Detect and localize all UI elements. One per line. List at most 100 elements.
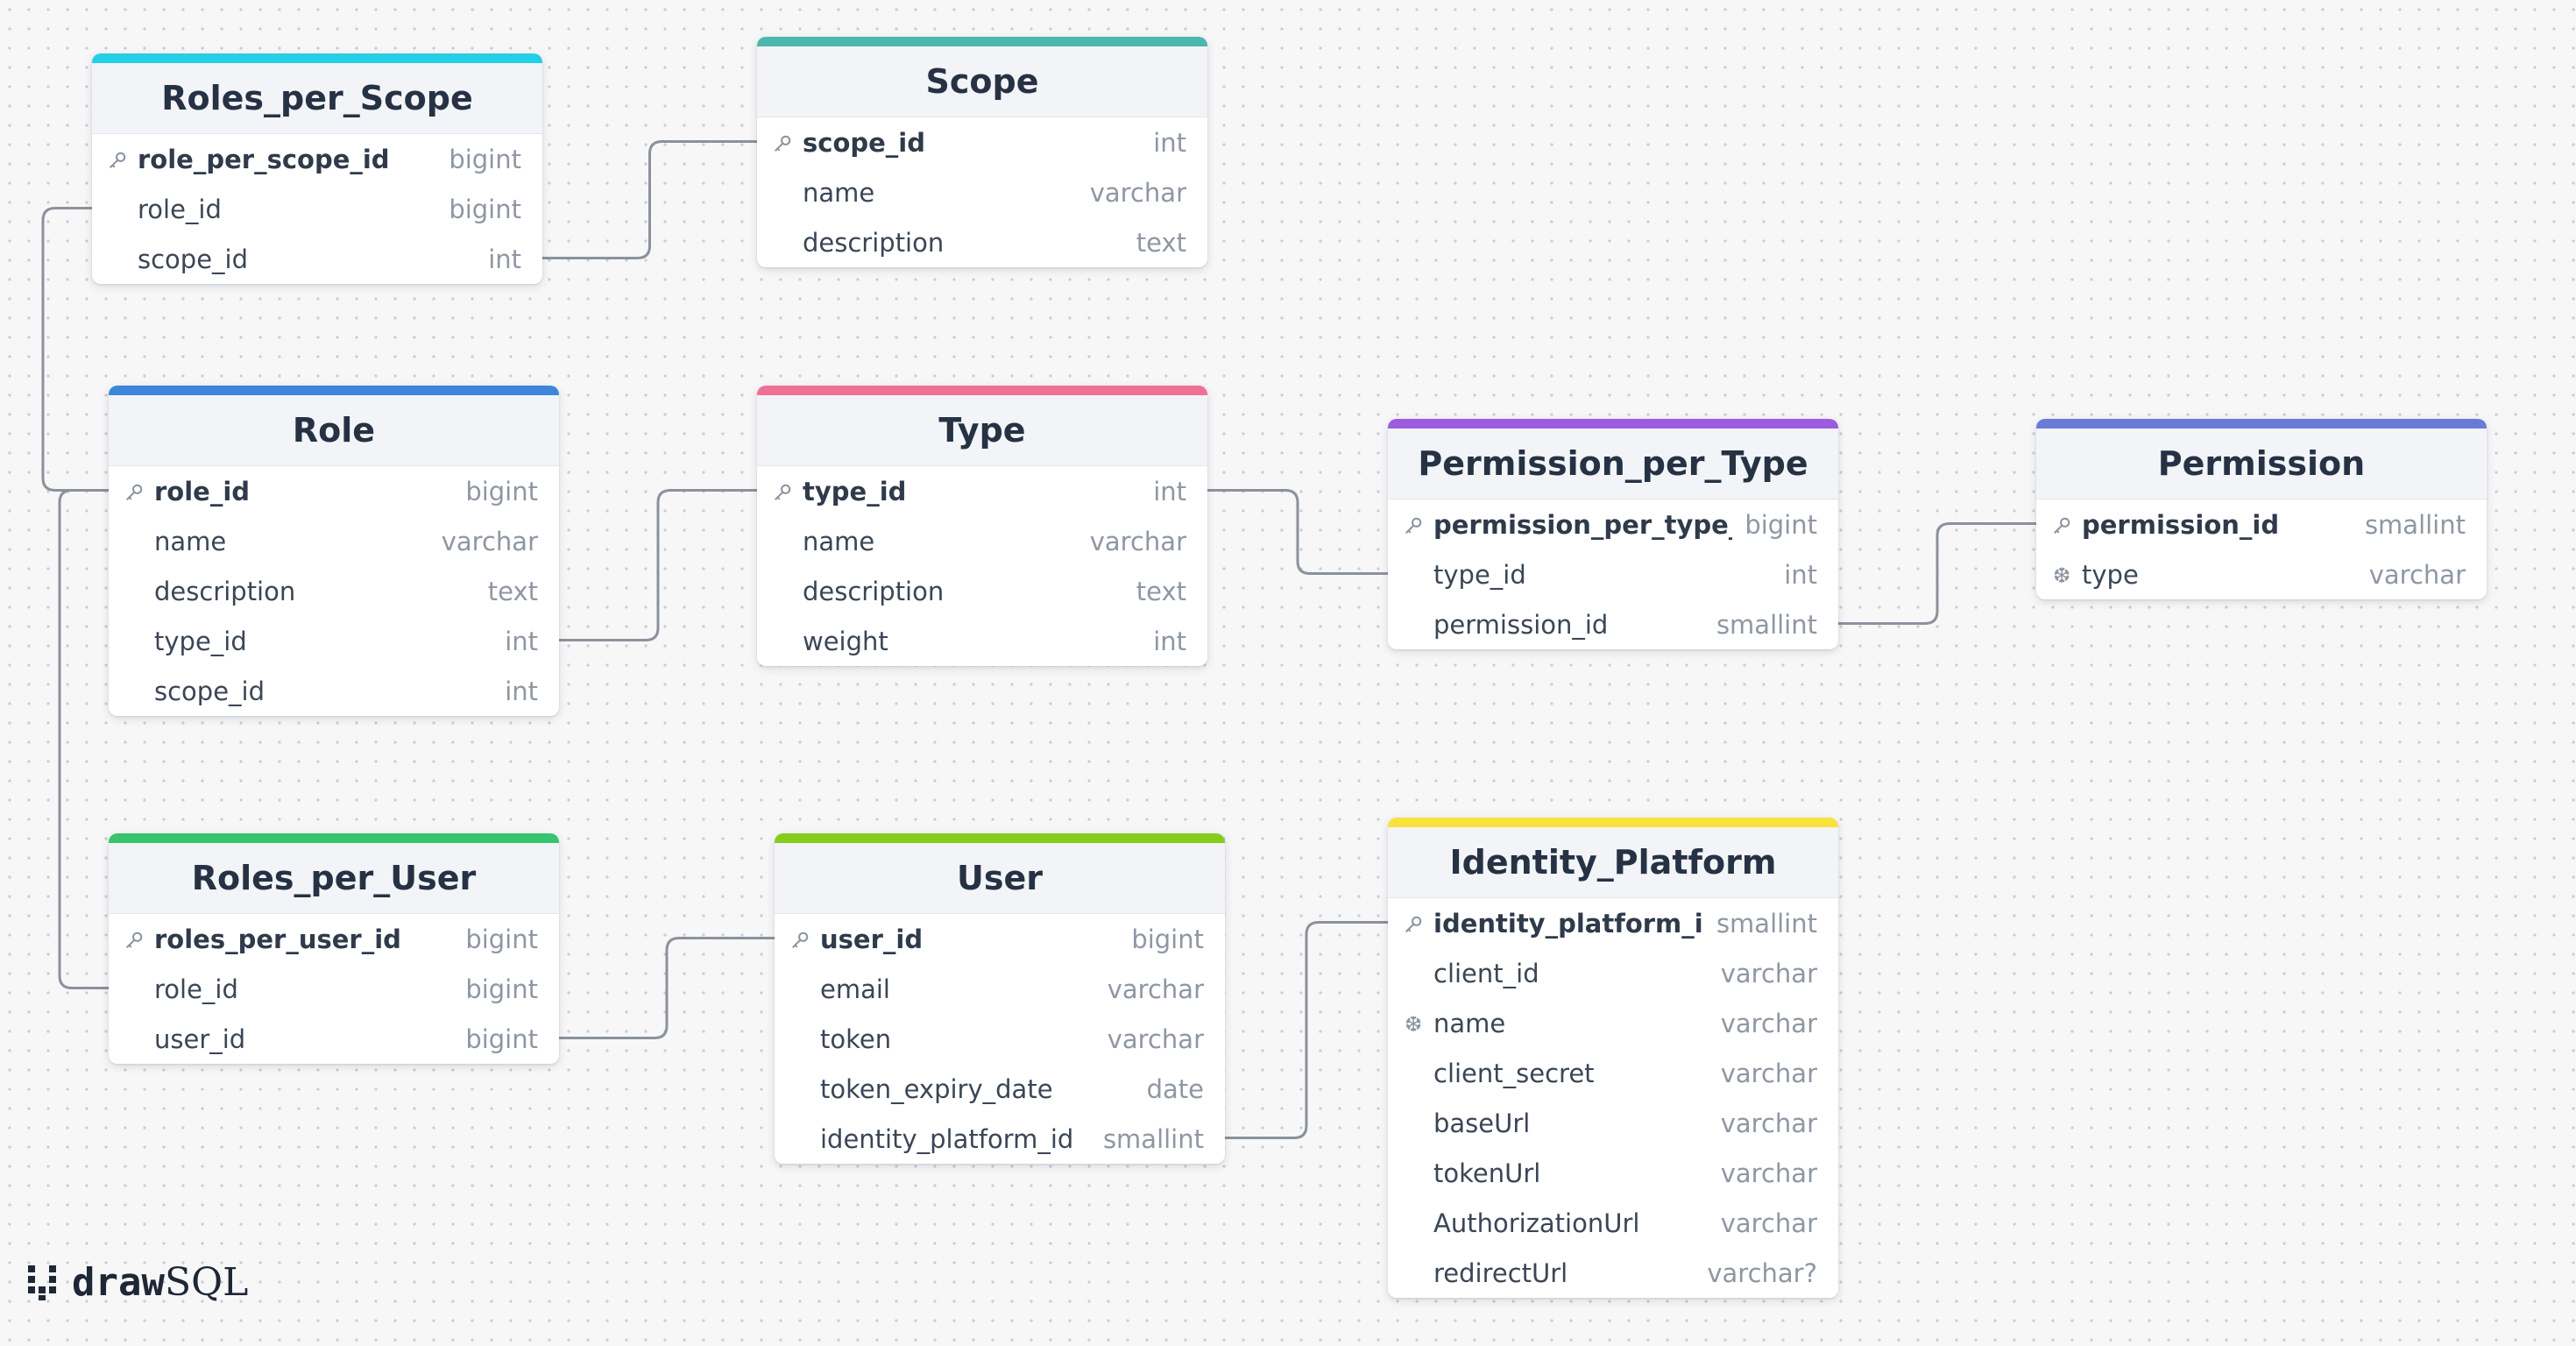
relation-line[interactable] bbox=[1207, 489, 1388, 575]
table-title[interactable]: Roles_per_Scope bbox=[92, 63, 542, 134]
table-title[interactable]: Permission bbox=[2036, 429, 2487, 499]
relation-line[interactable] bbox=[58, 489, 109, 989]
key-icon bbox=[771, 132, 794, 155]
snowflake-icon: ❆ bbox=[1404, 1012, 1423, 1037]
table-title[interactable]: Type bbox=[757, 395, 1207, 466]
field-type: smallint bbox=[1102, 1123, 1204, 1154]
field-type: varchar bbox=[1107, 1024, 1204, 1054]
field-name: role_id bbox=[154, 974, 238, 1004]
field-name: user_id bbox=[820, 924, 924, 954]
drawsql-brand: draw SQL bbox=[26, 1260, 248, 1305]
table-title[interactable]: Roles_per_User bbox=[109, 843, 559, 914]
field-name: roles_per_user_id bbox=[154, 924, 401, 954]
table-title[interactable]: User bbox=[775, 843, 1225, 914]
field-row[interactable]: token varchar bbox=[775, 1014, 1225, 1064]
relation-line[interactable] bbox=[559, 937, 775, 1039]
relation-line[interactable] bbox=[559, 489, 757, 641]
field-row[interactable]: user_id bigint bbox=[775, 914, 1225, 964]
field-type: smallint bbox=[1716, 908, 1817, 939]
field-name: email bbox=[820, 974, 890, 1004]
field-row[interactable]: client_secret varchar bbox=[1388, 1048, 1838, 1098]
table-color-band bbox=[1388, 818, 1838, 827]
relation-line[interactable] bbox=[1225, 921, 1388, 1139]
field-name: identity_platform_id bbox=[820, 1123, 1074, 1154]
field-name: token bbox=[820, 1024, 892, 1054]
relation-line[interactable] bbox=[542, 140, 757, 259]
key-icon bbox=[106, 149, 129, 172]
table-title[interactable]: Role bbox=[109, 395, 559, 466]
field-name: role_id bbox=[154, 476, 251, 507]
field-name: name bbox=[803, 177, 875, 208]
field-type: text bbox=[1136, 227, 1186, 258]
field-type: text bbox=[487, 576, 538, 606]
field-type: varchar bbox=[1720, 1208, 1817, 1238]
table-title[interactable]: Scope bbox=[757, 46, 1207, 117]
relation-line[interactable] bbox=[1838, 522, 2036, 625]
key-icon bbox=[123, 481, 145, 504]
field-type: date bbox=[1146, 1073, 1204, 1104]
field-row[interactable]: identity_platform_id smallint bbox=[775, 1114, 1225, 1164]
brand-text-sql: SQL bbox=[164, 1260, 249, 1305]
table-permission-per-type[interactable]: Permission_per_Typepermission_per_type_i… bbox=[1388, 419, 1838, 649]
snowflake-icon: ❆ bbox=[2052, 563, 2071, 588]
field-row[interactable]: token_expiry_date date bbox=[775, 1064, 1225, 1114]
field-name: scope_id bbox=[138, 244, 249, 274]
brand-text-draw: draw bbox=[72, 1260, 165, 1305]
table-color-band bbox=[775, 833, 1225, 843]
table-title[interactable]: Permission_per_Type bbox=[1388, 429, 1838, 499]
field-name: scope_id bbox=[803, 127, 926, 158]
field-type: bigint bbox=[1131, 924, 1204, 954]
field-row[interactable]: description text bbox=[109, 566, 559, 616]
table-color-band bbox=[2036, 419, 2487, 429]
table-title[interactable]: Identity_Platform bbox=[1388, 827, 1838, 898]
field-type: varchar bbox=[1720, 1058, 1817, 1088]
field-name: client_secret bbox=[1433, 1058, 1595, 1088]
field-type: bigint bbox=[465, 1024, 538, 1054]
field-type: text bbox=[1136, 576, 1186, 606]
field-name: description bbox=[154, 576, 296, 606]
field-name: type bbox=[2082, 559, 2139, 590]
field-type: int bbox=[505, 676, 538, 706]
field-type: varchar bbox=[1720, 1008, 1817, 1038]
field-name: redirectUrl bbox=[1433, 1257, 1568, 1288]
field-name: token_expiry_date bbox=[820, 1073, 1053, 1104]
